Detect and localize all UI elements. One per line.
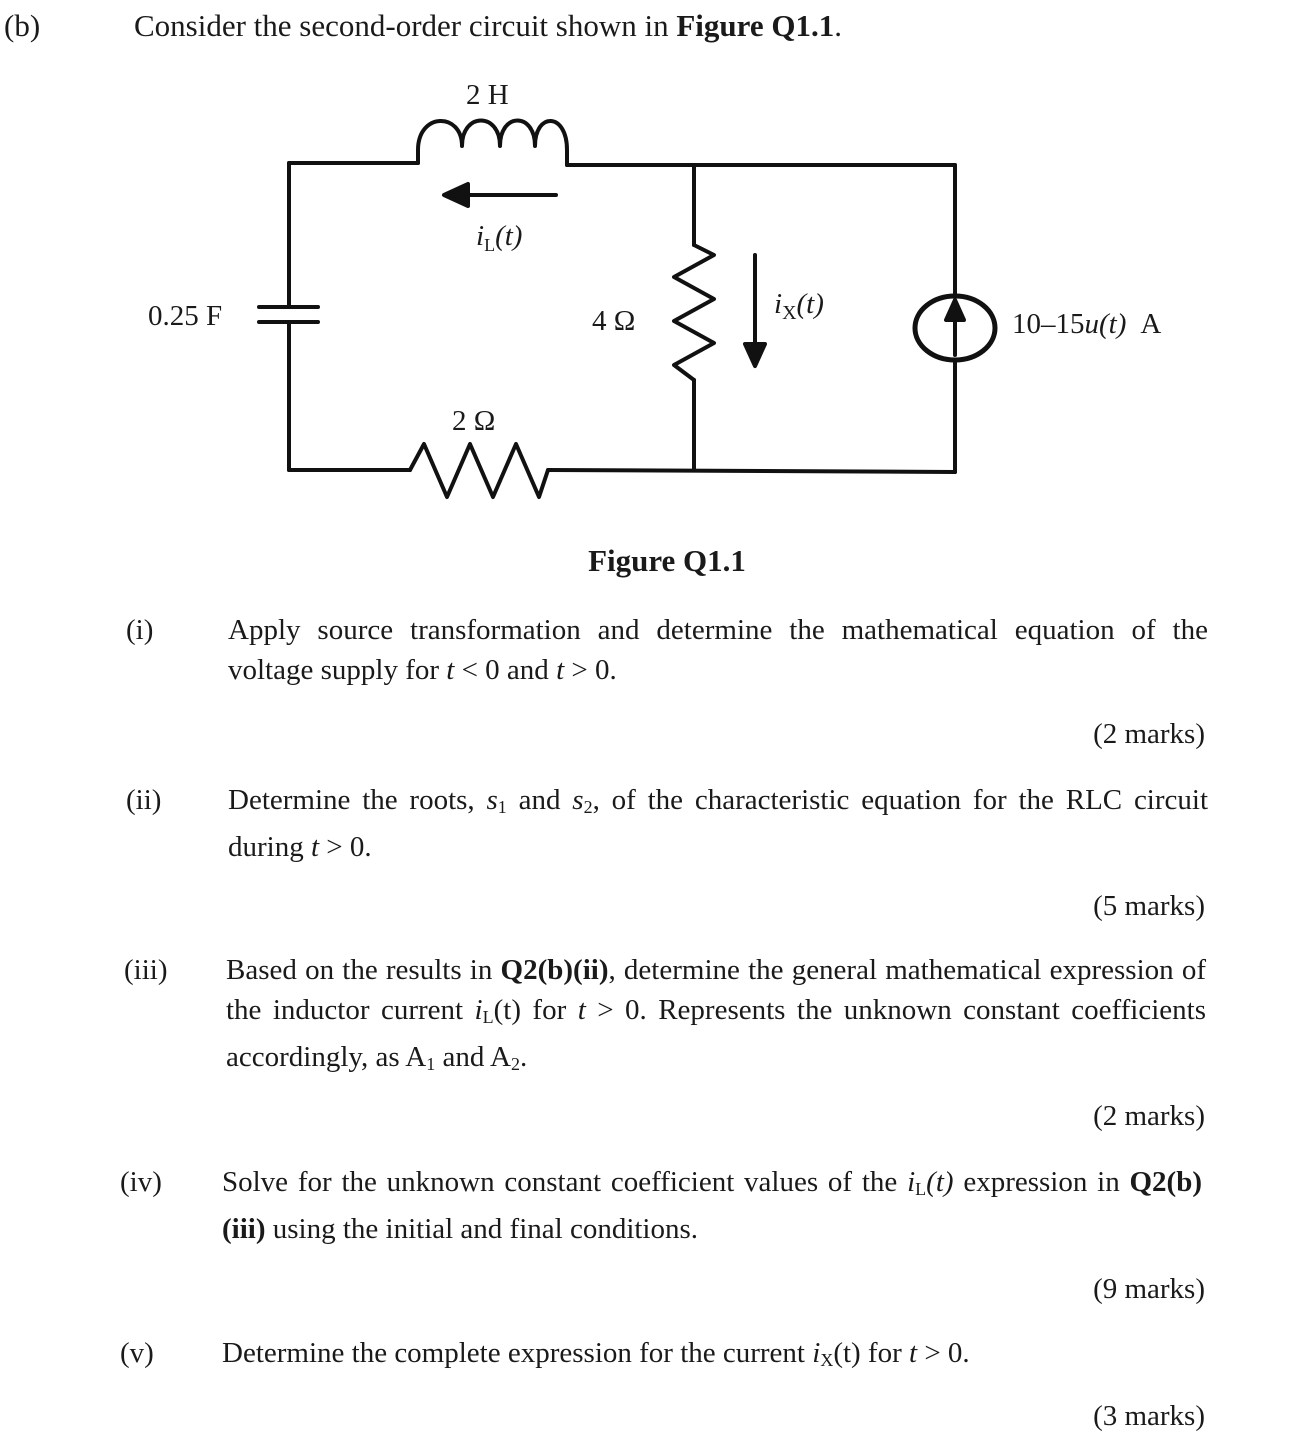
capacitor-symbol xyxy=(257,305,320,324)
question-reference: Q2(b)(iii) xyxy=(222,1166,1202,1245)
question-text: Determine the complete expression for th… xyxy=(222,1337,970,1370)
question-number: (iv) xyxy=(120,1166,162,1198)
question-number: (i) xyxy=(126,614,154,646)
resistor-2ohm-symbol xyxy=(408,442,550,499)
figure-caption: Figure Q1.1 xyxy=(588,543,746,578)
intro-text: Consider the second-order circuit shown … xyxy=(134,8,842,43)
current-source-symbol xyxy=(912,293,998,363)
question-text: Solve for the unknown constant coefficie… xyxy=(222,1166,1202,1245)
marks-i: (2 marks) xyxy=(1093,718,1205,750)
marks-iii: (2 marks) xyxy=(1093,1100,1205,1132)
inductor-symbol xyxy=(416,118,569,167)
wire-bottom-right xyxy=(546,468,957,474)
capacitor-value-label: 0.25 F xyxy=(148,300,222,332)
current-source-label: 10–15u(t)A xyxy=(1012,308,1161,340)
wires xyxy=(287,161,957,474)
figure-reference: Figure Q1.1 xyxy=(676,8,835,43)
resistor-4ohm-label: 4 Ω xyxy=(592,305,635,337)
resistor-4ohm-symbol xyxy=(672,243,716,382)
question-number: (ii) xyxy=(126,784,162,816)
inductor-current-label: iL(t) xyxy=(476,220,522,255)
question-text: Based on the results in Q2(b)(ii), deter… xyxy=(226,954,1207,1074)
resistor-current-arrow xyxy=(743,253,767,368)
question-reference: Q2(b)(ii) xyxy=(500,954,609,986)
inductor-current-arrow xyxy=(442,182,558,208)
question-number: (iii) xyxy=(124,954,168,986)
marks-ii: (5 marks) xyxy=(1093,890,1205,922)
marks-iv: (9 marks) xyxy=(1093,1273,1205,1305)
question-number: (v) xyxy=(120,1337,154,1369)
resistor-2ohm-label: 2 Ω xyxy=(452,405,495,437)
question-text: Determine the roots, s1 and s2, of the c… xyxy=(228,784,1209,863)
section-label: (b) xyxy=(4,8,41,43)
resistor-current-label: iX(t) xyxy=(774,288,824,324)
inductor-value-label: 2 H xyxy=(466,79,509,111)
marks-v: (3 marks) xyxy=(1093,1400,1205,1432)
question-text: Apply source transformation and determin… xyxy=(228,614,1208,686)
circuit-diagram: 2 H iL(t) 0.25 F 4 Ω iX(t) 10–15u(t)A 2 … xyxy=(148,79,1161,499)
